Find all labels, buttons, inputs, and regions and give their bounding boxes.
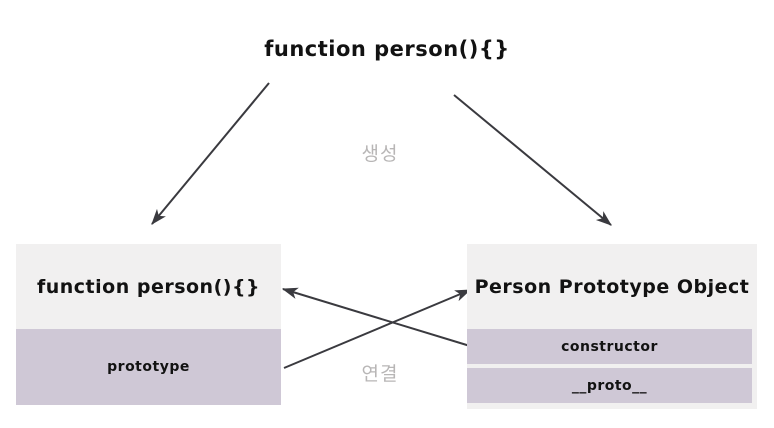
node-prototype-object: Person Prototype Object constructor __pr…	[467, 244, 757, 409]
edge-label-link: 연결	[361, 363, 399, 385]
arrow-create-function	[151, 82, 270, 225]
node-prototype-object-row-proto: __proto__	[467, 368, 752, 403]
node-function-object: function person(){} prototype	[16, 244, 281, 405]
page-title: function person(){}	[264, 37, 510, 61]
arrow-create-prototype	[453, 94, 612, 226]
node-function-object-row-prototype: prototype	[16, 329, 281, 405]
node-function-object-header: function person(){}	[16, 244, 281, 329]
node-prototype-object-header: Person Prototype Object	[467, 244, 757, 329]
arrow-prototype-to-object	[283, 289, 472, 369]
row-divider	[467, 364, 757, 368]
node-prototype-object-row-constructor: constructor	[467, 329, 752, 364]
node-footer-strip	[467, 403, 757, 409]
edge-label-create: 생성	[361, 143, 399, 165]
arrow-constructor-to-function	[281, 287, 471, 347]
